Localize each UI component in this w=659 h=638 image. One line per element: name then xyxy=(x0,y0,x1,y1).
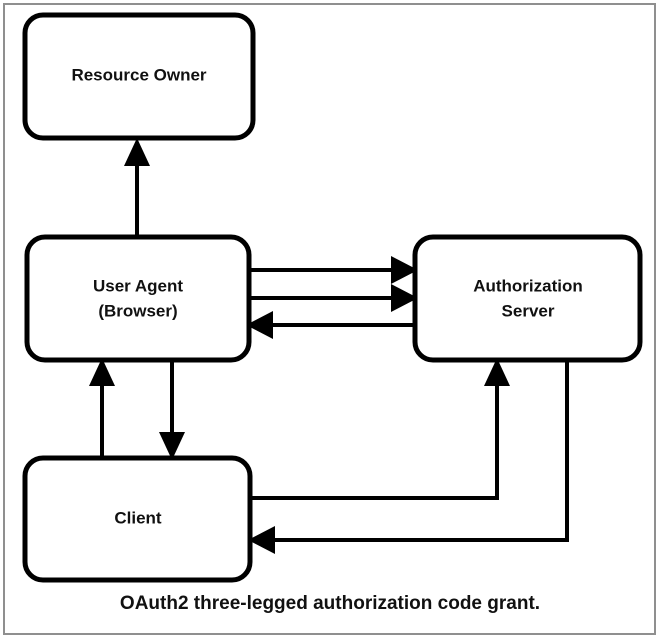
client-label: Client xyxy=(114,508,162,527)
figure-caption: OAuth2 three-legged authorization code g… xyxy=(120,593,540,614)
arrowhead-auth-server-middle xyxy=(391,284,418,312)
resource-owner-box[interactable] xyxy=(22,12,256,141)
arrowhead-user-agent-bottom xyxy=(89,358,115,386)
user-agent-box[interactable] xyxy=(24,234,252,363)
arrowhead-resource-owner xyxy=(124,138,150,166)
node-resource-owner[interactable]: Resource Owner xyxy=(22,12,256,141)
arrowhead-user-agent-left xyxy=(246,311,273,339)
figure-frame xyxy=(3,3,656,635)
authorization-server-label-line2: Server xyxy=(502,301,555,320)
user-agent-label-line2: (Browser) xyxy=(98,301,177,320)
arrowhead-auth-server-top xyxy=(391,256,418,284)
edges-layer xyxy=(89,138,569,554)
node-user-agent[interactable]: User Agent (Browser) xyxy=(24,234,252,363)
edge-client-to-auth-server xyxy=(250,368,499,500)
user-agent-label-line1: User Agent xyxy=(93,276,183,295)
edge-auth-server-to-client xyxy=(260,360,569,542)
arrowhead-client-right xyxy=(248,526,275,554)
client-box[interactable] xyxy=(22,455,253,583)
arrowhead-auth-server-bottom xyxy=(484,358,510,386)
node-client[interactable]: Client xyxy=(22,455,253,583)
resource-owner-label: Resource Owner xyxy=(71,65,206,84)
arrowhead-client-top xyxy=(159,432,185,460)
authorization-server-label-line1: Authorization xyxy=(473,276,583,295)
authorization-server-box[interactable] xyxy=(412,234,643,363)
node-authorization-server[interactable]: Authorization Server xyxy=(412,234,643,363)
